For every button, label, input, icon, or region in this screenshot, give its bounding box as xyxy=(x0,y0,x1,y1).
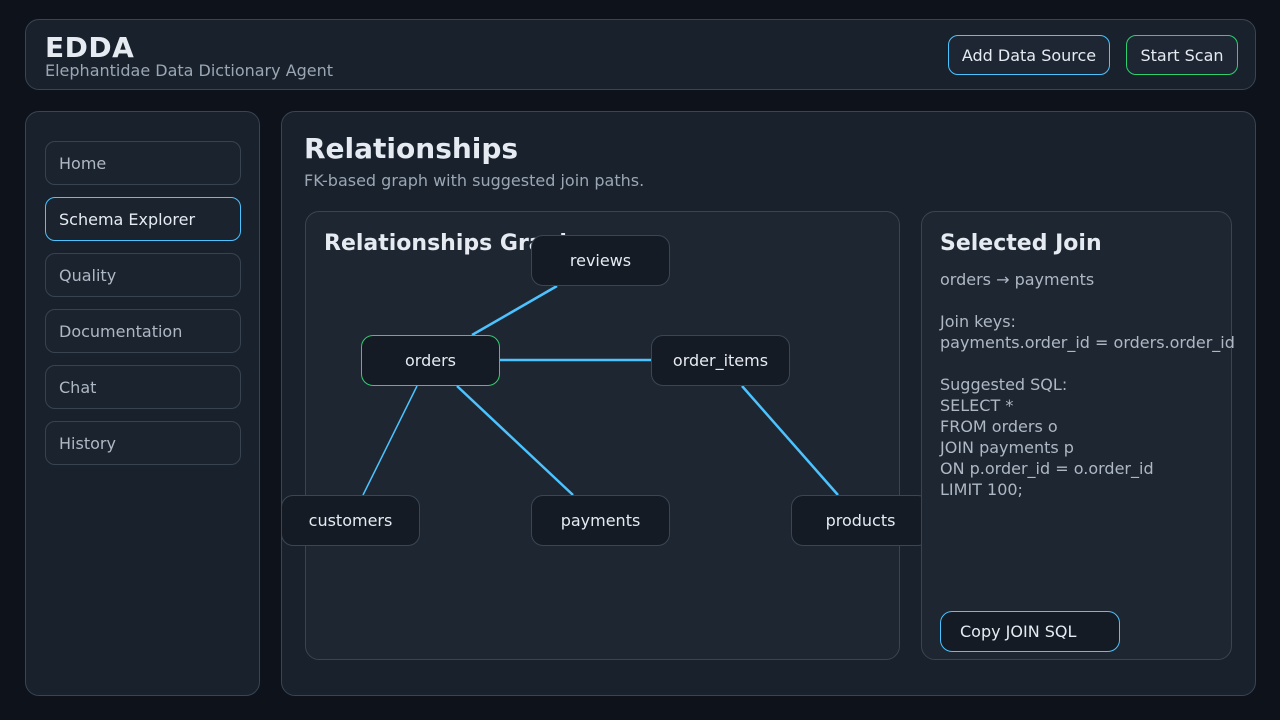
app-title: EDDA xyxy=(45,31,135,64)
node-order-items[interactable]: order_items xyxy=(651,335,790,386)
suggested-sql: SELECT * FROM orders o JOIN payments p O… xyxy=(940,396,1154,499)
sidebar: Home Schema Explorer Quality Documentati… xyxy=(25,111,260,696)
page-subtitle: FK-based graph with suggested join paths… xyxy=(304,171,645,190)
sidebar-item-chat[interactable]: Chat xyxy=(45,365,241,409)
join-keys: payments.order_id = orders.order_id xyxy=(940,333,1235,352)
app-subtitle: Elephantidae Data Dictionary Agent xyxy=(45,61,334,80)
join-keys-label: Join keys: xyxy=(940,312,1016,331)
add-data-source-button[interactable]: Add Data Source xyxy=(948,35,1110,75)
node-customers[interactable]: customers xyxy=(281,495,420,546)
start-scan-button[interactable]: Start Scan xyxy=(1126,35,1238,75)
suggested-sql-label: Suggested SQL: xyxy=(940,375,1068,394)
node-reviews[interactable]: reviews xyxy=(531,235,670,286)
page-title: Relationships xyxy=(304,132,519,165)
sidebar-item-documentation[interactable]: Documentation xyxy=(45,309,241,353)
node-orders[interactable]: orders xyxy=(361,335,500,386)
app-header: EDDA Elephantidae Data Dictionary Agent … xyxy=(25,19,1256,90)
node-payments[interactable]: payments xyxy=(531,495,670,546)
sidebar-item-home[interactable]: Home xyxy=(45,141,241,185)
join-details: orders → payments Join keys: payments.or… xyxy=(940,269,1235,500)
join-path: orders → payments xyxy=(940,270,1095,289)
selected-join-title: Selected Join xyxy=(940,231,1102,256)
selected-join-panel: Selected Join orders → payments Join key… xyxy=(921,211,1235,660)
sidebar-item-history[interactable]: History xyxy=(45,421,241,465)
copy-join-sql-button[interactable]: Copy JOIN SQL xyxy=(940,611,1120,652)
sidebar-item-quality[interactable]: Quality xyxy=(45,253,241,297)
sidebar-item-schema-explorer[interactable]: Schema Explorer xyxy=(45,197,241,241)
node-products[interactable]: products xyxy=(791,495,930,546)
